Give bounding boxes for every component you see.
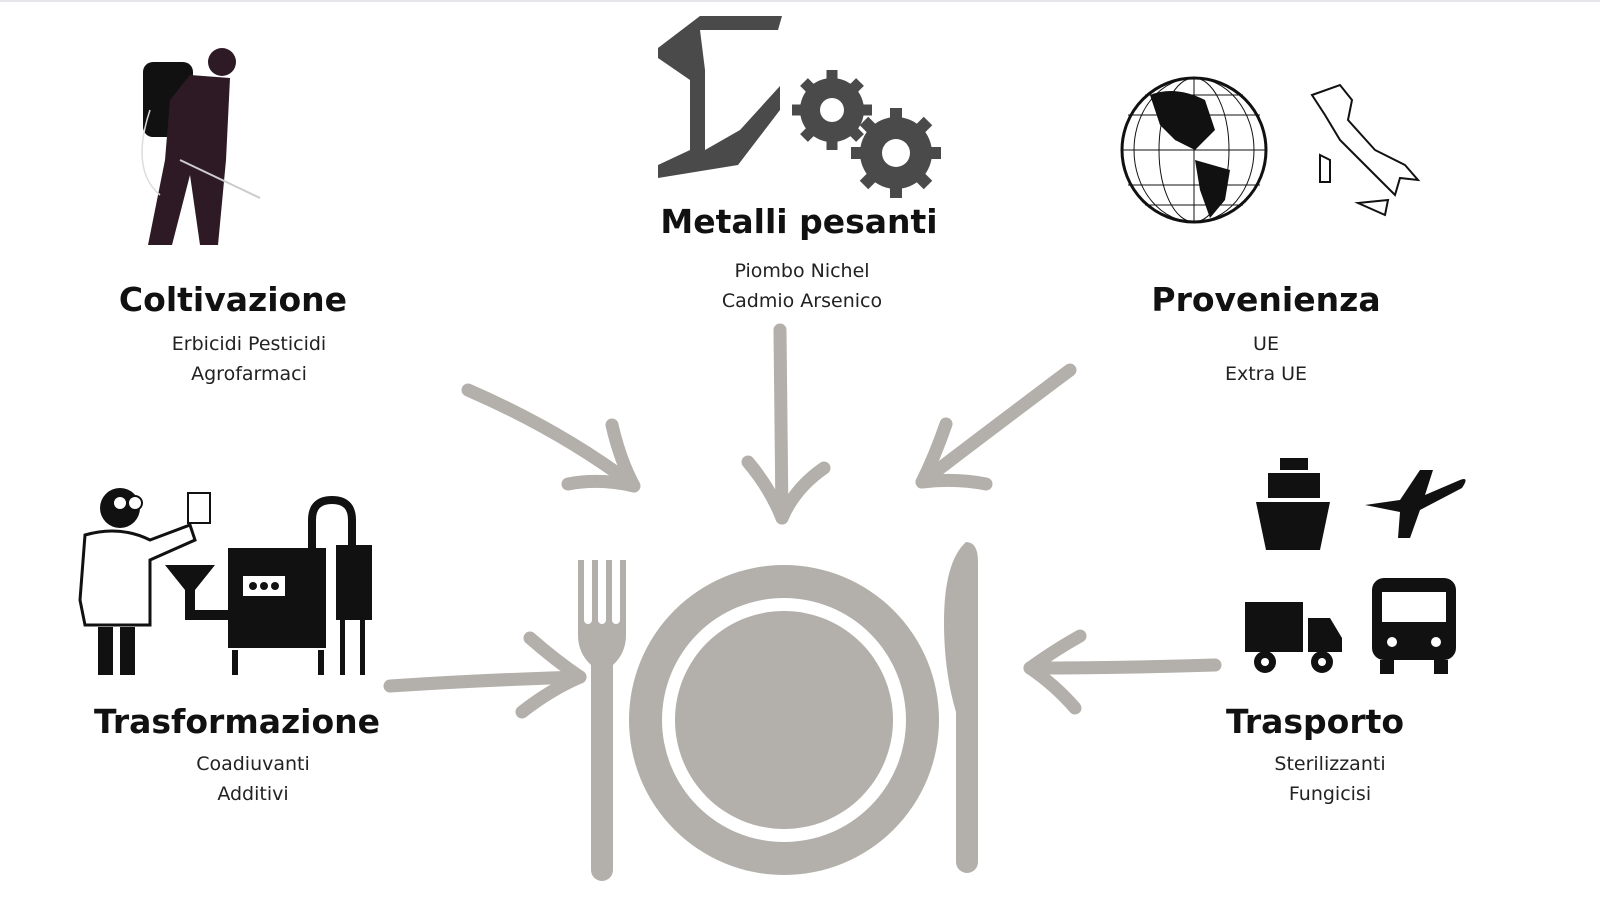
arrow-trasporto bbox=[1023, 629, 1222, 715]
detail-line: Cadmio Arsenico bbox=[721, 290, 883, 312]
metalli-title: Metalli pesanti bbox=[660, 202, 938, 241]
provenienza-title: Provenienza bbox=[1151, 280, 1381, 319]
provenienza-details: UE Extra UE bbox=[1225, 329, 1307, 389]
farmer-sprayer-icon bbox=[141, 48, 261, 245]
arrow-coltivazione bbox=[461, 383, 641, 493]
arrow-metalli bbox=[741, 323, 831, 525]
detail-line: Coadiuvanti bbox=[196, 753, 310, 775]
globe-italy-icon bbox=[1120, 76, 1421, 224]
scientist-machine-icon bbox=[78, 488, 372, 675]
top-border bbox=[0, 0, 1600, 2]
detail-line: Sterilizzanti bbox=[1274, 753, 1386, 775]
arrow-provenienza bbox=[915, 363, 1077, 491]
trasformazione-title: Trasformazione bbox=[93, 702, 381, 741]
detail-line: Additivi bbox=[217, 783, 289, 805]
metalli-details: Piombo Nichel Cadmio Arsenico bbox=[722, 256, 882, 316]
arrow-trasformazione bbox=[383, 631, 587, 719]
trasporto-details: Sterilizzanti Fungicisi bbox=[1274, 749, 1385, 809]
trasporto-title: Trasporto bbox=[1225, 702, 1405, 741]
trasformazione-details: Coadiuvanti Additivi bbox=[196, 749, 310, 809]
detail-line: Erbicidi Pesticidi bbox=[171, 333, 327, 355]
detail-line: Fungicisi bbox=[1288, 783, 1372, 805]
detail-line: Extra UE bbox=[1224, 363, 1308, 385]
detail-line: Agrofarmaci bbox=[191, 363, 307, 385]
ship-plane-truck-bus-icon bbox=[1245, 458, 1466, 674]
coltivazione-title: Coltivazione bbox=[118, 280, 348, 319]
ibeam-gears-icon bbox=[658, 16, 941, 198]
coltivazione-details: Erbicidi Pesticidi Agrofarmaci bbox=[172, 329, 326, 389]
detail-line: UE bbox=[1253, 333, 1279, 355]
detail-line: Piombo Nichel bbox=[734, 260, 870, 282]
plate-fork-knife-icon bbox=[578, 542, 978, 881]
